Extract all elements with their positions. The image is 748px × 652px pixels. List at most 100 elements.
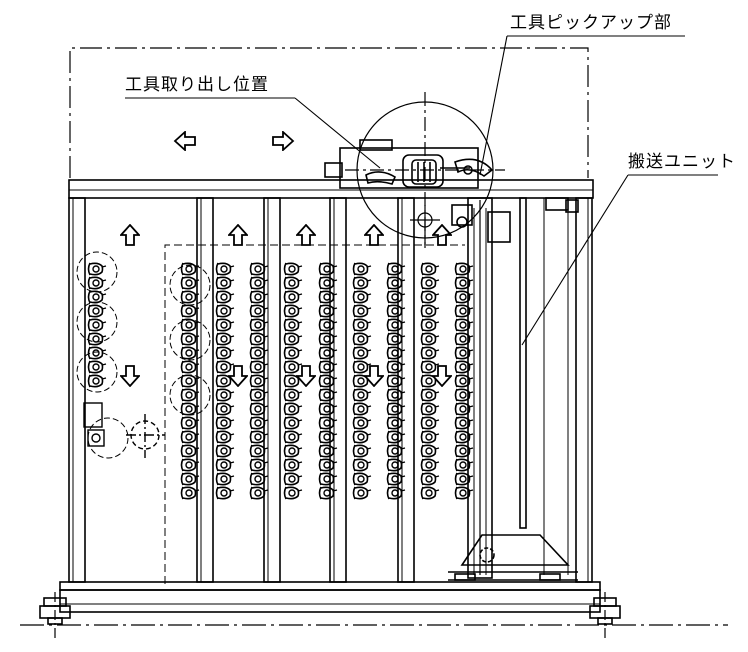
- tool-pot: [215, 402, 235, 416]
- pickup-head: [324, 139, 494, 189]
- rack-column: [397, 197, 415, 583]
- tool-pot: [283, 388, 303, 402]
- tool-pot: [454, 486, 474, 500]
- tool-pot: [283, 430, 303, 444]
- tool-pot: [352, 486, 372, 500]
- tool-pot: [454, 332, 474, 346]
- tool-pot: [352, 444, 372, 458]
- tool-pot: [283, 458, 303, 472]
- label-tool-takeout-position: 工具取り出し位置: [125, 75, 269, 95]
- tool-pot: [87, 332, 107, 346]
- tool-pot: [215, 486, 235, 500]
- tool-pot: [420, 388, 440, 402]
- tool-pot: [352, 346, 372, 360]
- tool-pot: [352, 332, 372, 346]
- tool-pot: [215, 416, 235, 430]
- arrow-up-icon: [364, 224, 384, 246]
- tool-pot: [87, 318, 107, 332]
- tool-pot: [215, 360, 235, 374]
- reach-circle: [87, 417, 129, 459]
- tool-pot: [352, 276, 372, 290]
- tool-pot: [420, 304, 440, 318]
- arrow-right-icon: [272, 131, 294, 151]
- rack-column: [263, 197, 281, 583]
- tool-pot: [249, 444, 269, 458]
- label-transport-unit: 搬送ユニット: [628, 152, 736, 172]
- arrow-down-icon: [296, 365, 316, 387]
- tool-pot: [249, 276, 269, 290]
- tool-pot: [352, 318, 372, 332]
- reach-circle: [169, 264, 211, 306]
- tool-pot: [283, 472, 303, 486]
- tool-pot: [454, 276, 474, 290]
- magazine-dashed-region: [164, 244, 465, 584]
- tool-pot: [249, 332, 269, 346]
- tool-pot: [283, 318, 303, 332]
- reach-circle: [76, 301, 118, 343]
- tool-pot: [215, 444, 235, 458]
- tool-pot: [352, 402, 372, 416]
- tool-pot: [283, 262, 303, 276]
- tool-pot: [283, 360, 303, 374]
- tool-pot: [283, 332, 303, 346]
- tool-pot: [249, 346, 269, 360]
- tool-pot: [352, 304, 372, 318]
- tool-pot: [420, 416, 440, 430]
- tool-pot: [454, 374, 474, 388]
- leader-lines: [125, 35, 718, 346]
- tool-pot: [454, 388, 474, 402]
- label-tool-pickup: 工具ピックアップ部: [510, 13, 672, 33]
- tool-pot: [283, 444, 303, 458]
- tool-pot: [215, 290, 235, 304]
- arrow-up-icon: [228, 224, 248, 246]
- rack-column: [196, 197, 214, 583]
- tool-pot: [420, 360, 440, 374]
- arrow-up-icon: [432, 224, 452, 246]
- tool-pot: [249, 290, 269, 304]
- tool-pot: [352, 360, 372, 374]
- tool-pot: [215, 458, 235, 472]
- tool-pot: [454, 444, 474, 458]
- reach-circle: [76, 351, 118, 393]
- tool-pot: [249, 416, 269, 430]
- tool-pot: [283, 276, 303, 290]
- tool-pot: [454, 458, 474, 472]
- tool-pot: [215, 472, 235, 486]
- top-beam: [68, 179, 594, 199]
- tool-pot: [454, 346, 474, 360]
- tool-pot: [87, 290, 107, 304]
- tool-pot: [454, 304, 474, 318]
- tool-pot: [352, 262, 372, 276]
- tool-pot: [283, 416, 303, 430]
- rack-columns: [196, 197, 415, 583]
- tool-pot: [249, 318, 269, 332]
- tool-pot: [87, 276, 107, 290]
- tool-pot: [215, 262, 235, 276]
- tool-pot: [352, 388, 372, 402]
- leveling-feet: [39, 597, 621, 625]
- tool-pot: [454, 430, 474, 444]
- tool-pot: [283, 402, 303, 416]
- transport-unit: [448, 197, 579, 581]
- tool-pot: [249, 486, 269, 500]
- tool-pot: [283, 290, 303, 304]
- tool-pot: [215, 276, 235, 290]
- tool-pot: [420, 276, 440, 290]
- tool-pot: [420, 262, 440, 276]
- tool-pot: [87, 374, 107, 388]
- base-frame: [59, 581, 601, 613]
- tool-pot: [249, 304, 269, 318]
- tool-pot: [215, 346, 235, 360]
- tool-pot: [87, 360, 107, 374]
- arrow-down-icon: [120, 365, 140, 387]
- tool-pot: [249, 472, 269, 486]
- pot-reach-circles: [76, 251, 211, 459]
- tool-pot: [352, 458, 372, 472]
- tool-pot: [420, 458, 440, 472]
- tool-pot: [454, 290, 474, 304]
- tool-pot: [420, 486, 440, 500]
- envelope-outline: [69, 47, 589, 178]
- arrow-left-icon: [174, 131, 196, 151]
